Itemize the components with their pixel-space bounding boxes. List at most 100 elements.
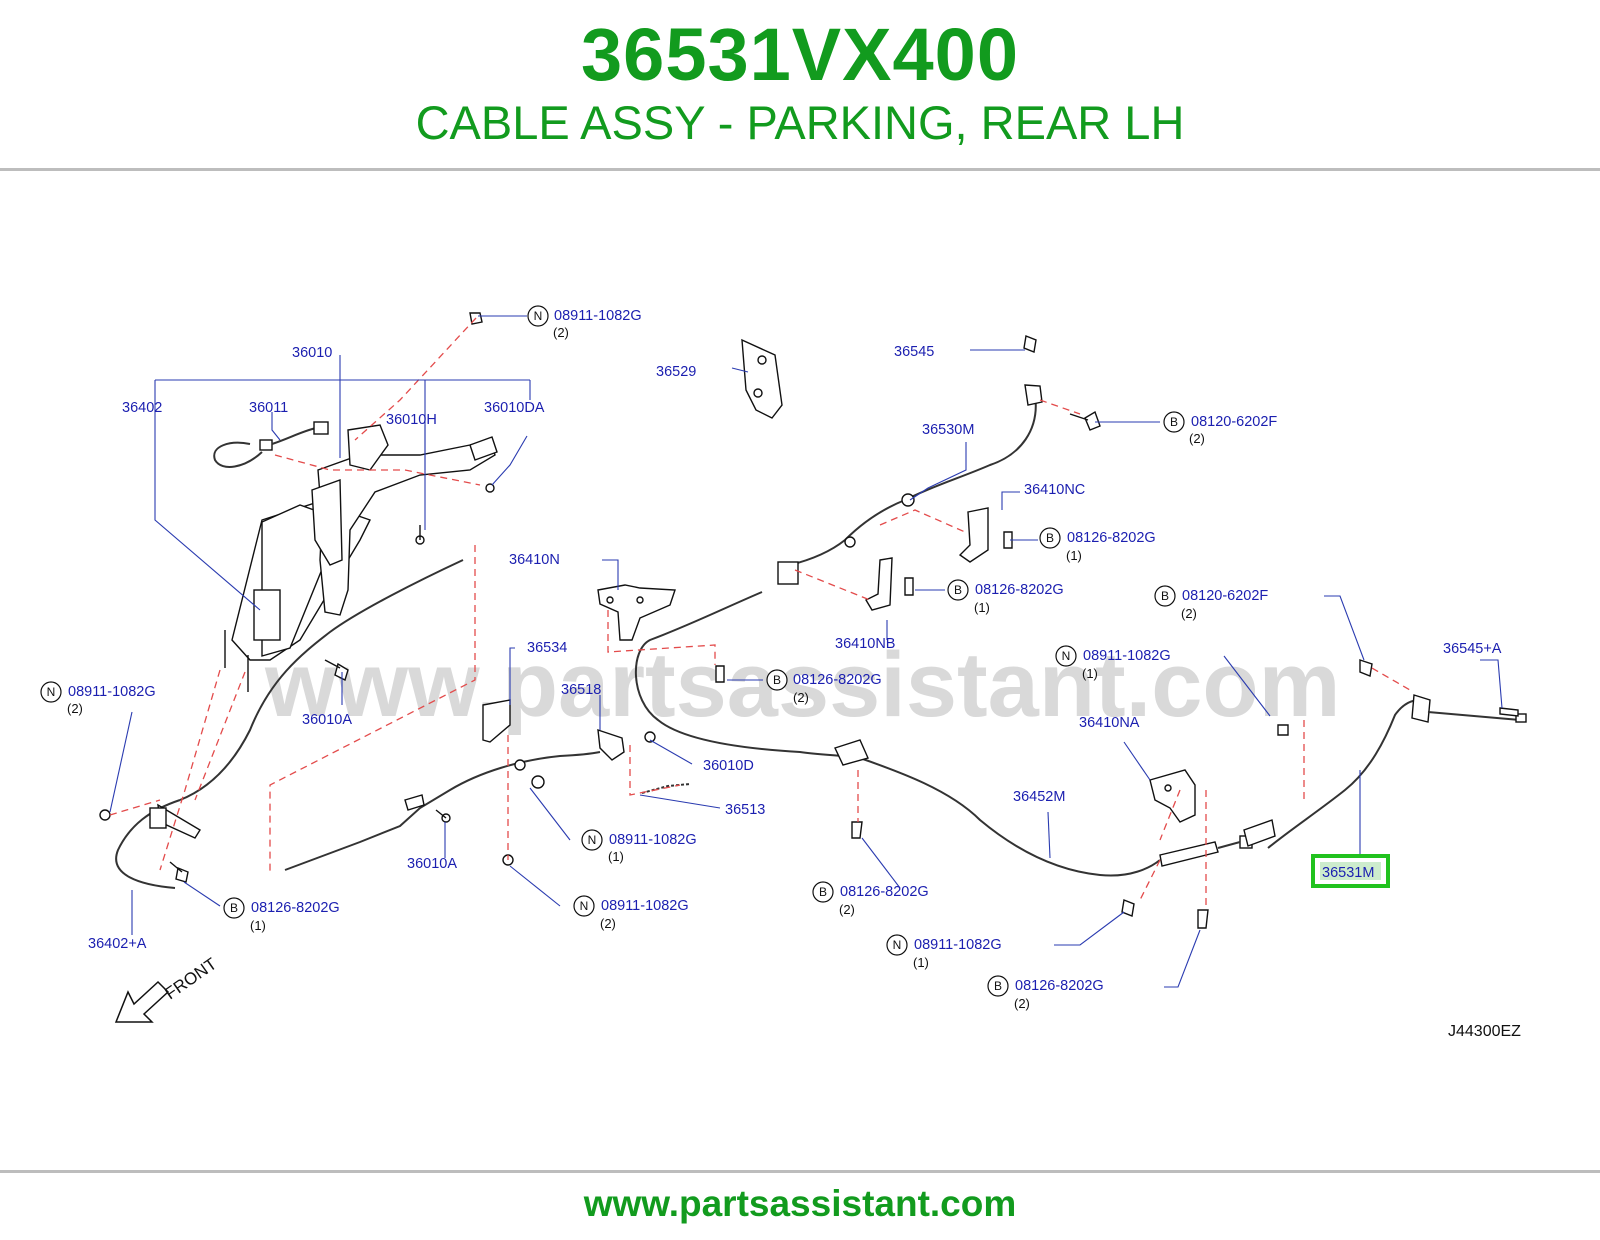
callout-letter: N bbox=[580, 899, 589, 913]
switch-36011 bbox=[213, 421, 329, 468]
front-cable-36402 bbox=[115, 559, 464, 889]
callout-part[interactable]: 08126-8202G bbox=[251, 900, 340, 916]
callout-letter: B bbox=[1046, 531, 1054, 545]
cable-36531m bbox=[1243, 659, 1527, 849]
part-number-title: 36531VX400 bbox=[581, 13, 1019, 96]
label-36010[interactable]: 36010 bbox=[292, 345, 332, 361]
label-36529[interactable]: 36529 bbox=[656, 364, 696, 380]
callout-13[interactable]: N 08911-1082G (1) bbox=[886, 934, 1002, 970]
callout-qty: (2) bbox=[1014, 996, 1030, 1011]
callout-part[interactable]: 08911-1082G bbox=[609, 832, 697, 848]
callout-part[interactable]: 08911-1082G bbox=[1083, 648, 1171, 664]
label-36410nc[interactable]: 36410NC bbox=[1024, 482, 1085, 498]
center-cables bbox=[284, 335, 1289, 929]
callout-part[interactable]: 08120-6202F bbox=[1182, 588, 1268, 604]
callout-letter-circle bbox=[1039, 527, 1061, 549]
callout-letter-circle bbox=[573, 895, 595, 917]
header-divider bbox=[0, 168, 1600, 171]
label-36452m[interactable]: 36452M bbox=[1013, 789, 1065, 805]
callout-letter: N bbox=[893, 938, 902, 952]
label-36010d[interactable]: 36010D bbox=[703, 758, 754, 774]
callout-part[interactable]: 08911-1082G bbox=[914, 937, 1002, 953]
label-36534[interactable]: 36534 bbox=[527, 640, 567, 656]
label-36410nb[interactable]: 36410NB bbox=[835, 636, 895, 652]
callout-5[interactable]: B 08120-6202F (2) bbox=[1154, 585, 1268, 621]
callout-7[interactable]: B 08126-8202G (2) bbox=[766, 669, 882, 705]
callouts: N 08911-1082G (2) B 08120-6202F (2) B 08… bbox=[40, 305, 1277, 1011]
callout-letter: B bbox=[994, 979, 1002, 993]
callout-qty: (1) bbox=[608, 849, 624, 864]
figure-code: J44300EZ bbox=[1448, 1023, 1521, 1040]
label-36010h[interactable]: 36010H bbox=[386, 412, 437, 428]
callout-2[interactable]: B 08120-6202F (2) bbox=[1163, 411, 1277, 446]
callout-9[interactable]: N 08911-1082G (1) bbox=[581, 829, 697, 864]
callout-part[interactable]: 08126-8202G bbox=[1067, 530, 1156, 546]
front-direction-indicator: FRONT bbox=[114, 954, 220, 1023]
part-labels: 36010 36402 36011 36010H 36010DA 36529 3… bbox=[88, 344, 1502, 952]
callout-6[interactable]: N 08911-1082G (1) bbox=[1055, 645, 1171, 681]
label-36518[interactable]: 36518 bbox=[561, 682, 601, 698]
label-36011[interactable]: 36011 bbox=[249, 400, 288, 416]
callout-part[interactable]: 08126-8202G bbox=[975, 582, 1064, 598]
assembly-lines bbox=[109, 317, 1411, 910]
callout-letter-circle bbox=[223, 897, 245, 919]
label-36410na[interactable]: 36410NA bbox=[1079, 715, 1140, 731]
label-36410n[interactable]: 36410N bbox=[509, 552, 560, 568]
callout-letter: B bbox=[819, 885, 827, 899]
callout-letter: B bbox=[1170, 415, 1178, 429]
callout-part[interactable]: 08126-8202G bbox=[1015, 978, 1104, 994]
callout-part[interactable]: 08911-1082G bbox=[601, 898, 689, 914]
callout-letter: B bbox=[773, 673, 781, 687]
callout-qty: (1) bbox=[974, 600, 990, 615]
callout-qty: (1) bbox=[250, 918, 266, 933]
highlight-36531m[interactable]: 36531M bbox=[1311, 854, 1390, 888]
callout-letter: N bbox=[1062, 649, 1071, 663]
callout-part[interactable]: 08911-1082G bbox=[554, 308, 642, 324]
callout-part[interactable]: 08120-6202F bbox=[1191, 414, 1277, 430]
callout-letter-circle bbox=[947, 579, 969, 601]
callout-letter: B bbox=[954, 583, 962, 597]
part-name-subtitle: CABLE ASSY - PARKING, REAR LH bbox=[415, 96, 1185, 149]
callout-10[interactable]: B 08126-8202G (1) bbox=[223, 897, 340, 933]
callout-qty: (1) bbox=[1066, 548, 1082, 563]
label-36402a[interactable]: 36402+A bbox=[88, 936, 147, 952]
label-36010da[interactable]: 36010DA bbox=[484, 400, 545, 416]
callout-qty: (2) bbox=[839, 902, 855, 917]
callout-14[interactable]: B 08126-8202G (2) bbox=[987, 975, 1104, 1011]
callout-part[interactable]: 08911-1082G bbox=[68, 684, 156, 700]
callout-11[interactable]: N 08911-1082G (2) bbox=[573, 895, 689, 931]
callout-qty: (1) bbox=[1082, 666, 1098, 681]
label-36530m[interactable]: 36530M bbox=[922, 422, 974, 438]
label-36545[interactable]: 36545 bbox=[894, 344, 934, 360]
leader-lines bbox=[109, 315, 1503, 988]
callout-letter-circle bbox=[40, 681, 62, 703]
callout-qty: (2) bbox=[793, 690, 809, 705]
callout-part[interactable]: 08126-8202G bbox=[840, 884, 929, 900]
callout-qty: (2) bbox=[1189, 431, 1205, 446]
callout-letter: B bbox=[1161, 589, 1169, 603]
front-arrow-icon bbox=[114, 980, 170, 1023]
callout-qty: (2) bbox=[600, 916, 616, 931]
callout-part[interactable]: 08126-8202G bbox=[793, 672, 882, 688]
callout-letter-circle bbox=[886, 934, 908, 956]
footer-url[interactable]: www.partsassistant.com bbox=[583, 1183, 1017, 1224]
callout-qty: (1) bbox=[913, 955, 929, 970]
label-36545a[interactable]: 36545+A bbox=[1443, 641, 1502, 657]
front-label: FRONT bbox=[161, 954, 220, 1003]
label-36010a-lower[interactable]: 36010A bbox=[407, 856, 457, 872]
callout-letter-circle bbox=[812, 881, 834, 903]
watermark-text: www.partsassistant.com bbox=[264, 634, 1340, 736]
label-36402[interactable]: 36402 bbox=[122, 400, 162, 416]
footer-divider bbox=[0, 1170, 1600, 1173]
callout-1[interactable]: N 08911-1082G (2) bbox=[527, 305, 642, 340]
callout-letter: B bbox=[230, 901, 238, 915]
callout-letter: N bbox=[534, 309, 543, 323]
callout-8[interactable]: N 08911-1082G (2) bbox=[40, 681, 156, 716]
label-36010a-upper[interactable]: 36010A bbox=[302, 712, 352, 728]
callout-12[interactable]: B 08126-8202G (2) bbox=[812, 881, 929, 917]
highlight-label[interactable]: 36531M bbox=[1322, 865, 1374, 881]
callout-3[interactable]: B 08126-8202G (1) bbox=[1039, 527, 1156, 563]
callout-letter-circle bbox=[987, 975, 1009, 997]
label-36513[interactable]: 36513 bbox=[725, 802, 765, 818]
callout-4[interactable]: B 08126-8202G (1) bbox=[947, 579, 1064, 615]
